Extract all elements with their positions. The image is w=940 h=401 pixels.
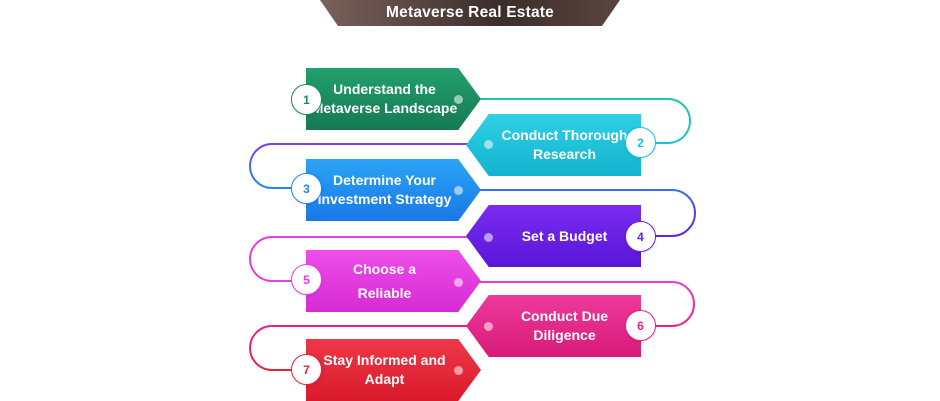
step-3-label: Determine Your Investment Strategy (317, 172, 452, 207)
step-5-number: 5 (303, 272, 310, 287)
step-3-box: Determine Your Investment Strategy (306, 159, 481, 221)
connector-3-4 (459, 189, 696, 237)
step-6-connector-dot (484, 322, 493, 331)
step-5-box: Choose a Reliable (306, 250, 481, 312)
step-4-number-badge: 4 (625, 221, 656, 252)
connector-6-7 (249, 325, 488, 371)
step-4-number: 4 (637, 229, 644, 244)
step-7-number: 7 (303, 362, 310, 377)
step-5-label: Choose a Reliable (352, 261, 416, 301)
step-1-label: Understand the Metaverse Landscape (311, 81, 458, 116)
step-1-number: 1 (303, 92, 310, 107)
step-4-label: Set a Budget (521, 227, 608, 244)
step-2-number-badge: 2 (625, 127, 656, 158)
step-7-box: Stay Informed and Adapt (306, 339, 481, 401)
step-5-number-badge: 5 (291, 264, 322, 295)
step-6-label: Conduct Due Diligence (520, 308, 609, 343)
diagram-title: Metaverse Real Estate (386, 4, 554, 21)
step-6-number: 6 (637, 318, 644, 333)
connector-5-6 (459, 281, 695, 327)
connector-4-5 (249, 236, 488, 282)
step-1-number-badge: 1 (291, 84, 322, 115)
step-4-box: Set a Budget (466, 205, 641, 267)
step-5-connector-dot (454, 278, 463, 287)
step-6-number-badge: 6 (625, 310, 656, 341)
step-4-connector-dot (484, 233, 493, 242)
step-7-number-badge: 7 (291, 354, 322, 385)
step-7-label: Stay Informed and Adapt (323, 352, 446, 387)
step-1-connector-dot (454, 95, 463, 104)
step-2-box: Conduct Thorough Research (466, 114, 641, 176)
step-3-number: 3 (303, 181, 310, 196)
step-2-label: Conduct Thorough Research (501, 127, 628, 162)
step-7-connector-dot (454, 366, 463, 375)
step-3-connector-dot (454, 186, 463, 195)
title-banner: Metaverse Real Estate (320, 0, 620, 26)
connector-2-3 (249, 143, 488, 189)
connector-1-2 (459, 98, 691, 144)
step-2-number: 2 (637, 135, 644, 150)
step-3-number-badge: 3 (291, 173, 322, 204)
step-1-box: Understand the Metaverse Landscape (306, 68, 481, 130)
step-6-box: Conduct Due Diligence (466, 295, 641, 357)
step-2-connector-dot (484, 140, 493, 149)
